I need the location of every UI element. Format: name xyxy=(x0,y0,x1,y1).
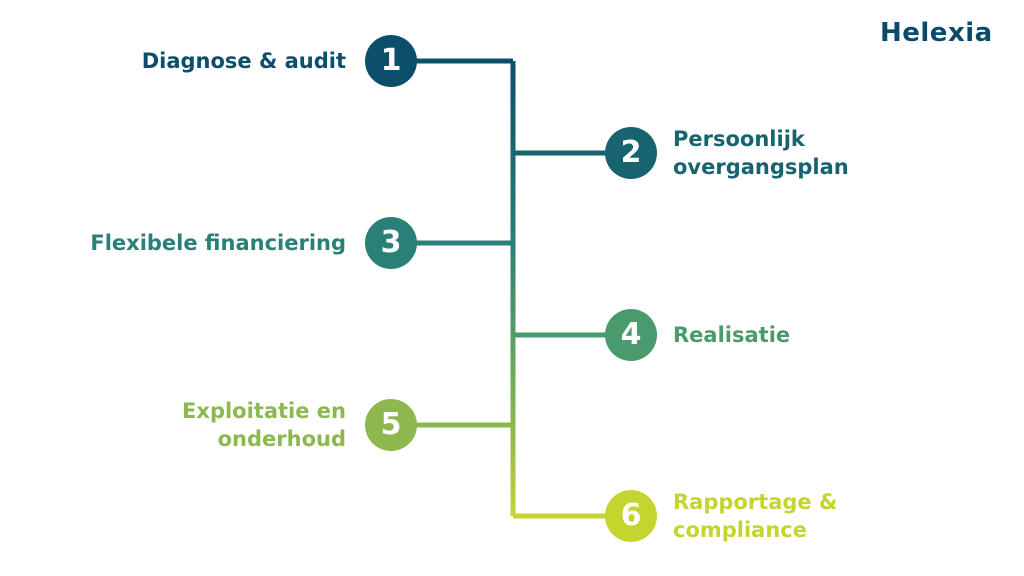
helexia-logo: Helexia xyxy=(880,18,993,48)
step-label-6: Rapportage & compliance xyxy=(673,490,838,542)
step-number-6: 6 xyxy=(620,498,642,533)
step-number-4: 4 xyxy=(620,317,642,352)
step-label-3: Flexibele financiering xyxy=(90,231,346,255)
step-label-1: Diagnose & audit xyxy=(141,49,346,73)
step-number-3: 3 xyxy=(380,225,402,260)
step-circle-2 xyxy=(605,127,657,179)
step-label-4: Realisatie xyxy=(673,323,791,347)
step-circle-4 xyxy=(605,309,657,361)
step-circle-6 xyxy=(605,490,657,542)
step-circle-5 xyxy=(365,399,417,451)
step-number-2: 2 xyxy=(620,135,642,170)
step-circle-3 xyxy=(365,217,417,269)
step-number-5: 5 xyxy=(380,407,402,442)
step-circle-1 xyxy=(365,35,417,87)
step-number-1: 1 xyxy=(380,43,402,78)
step-label-5: Exploitatie en onderhoud xyxy=(182,399,346,451)
step-label-2: Persoonlijk overgangsplan xyxy=(673,127,849,179)
